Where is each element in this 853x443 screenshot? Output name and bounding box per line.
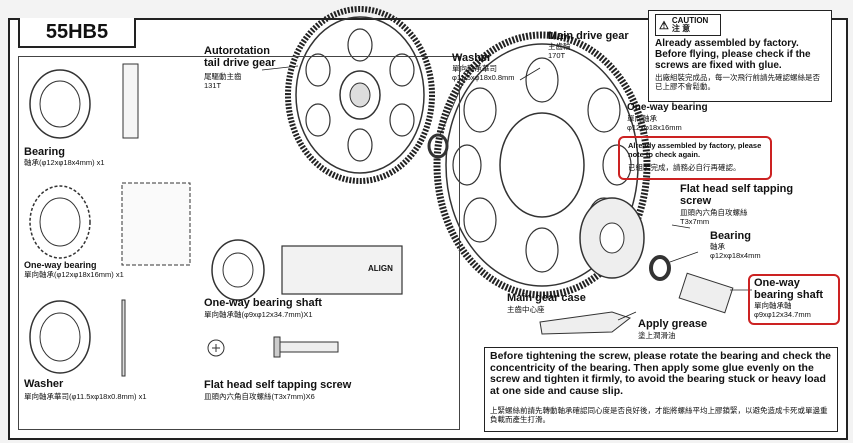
- autorotation-gear-title: Autorotation tail drive gear: [204, 45, 276, 69]
- main-gear-case-cn: 主齒中心座: [507, 305, 545, 314]
- flat-head-top-spec: T3x7mm: [680, 217, 710, 226]
- shaft-highlight: One-way bearing shaft 單向軸承軸 φ9xφ12x34.7m…: [748, 274, 840, 325]
- instruction-text-cn: 上緊螺絲前請先轉動軸承確認同心度是否良好後，才能將螺絲平均上膠鎖緊，以避免造成卡…: [490, 406, 828, 424]
- oneway-bearing-top-cn: 單向軸承: [627, 114, 657, 123]
- main-gear-case-title: Main gear case: [507, 292, 586, 304]
- autorotation-gear-cn: 尾驅動主齒: [204, 72, 242, 81]
- instruction-text: Before tightening the screw, please rota…: [490, 350, 831, 397]
- part-shaft-desc: 單向軸承軸(φ9xφ12x34.7mm)X1: [204, 310, 313, 319]
- oneway-shaft-top-title: One-way bearing shaft: [754, 277, 824, 301]
- flat-head-top-cn: 皿頭內六角自攻螺絲: [680, 208, 748, 217]
- oneway-shaft-top-cn: 單向軸承軸: [754, 301, 792, 310]
- autorotation-gear-drawing: [285, 6, 435, 184]
- oneway-bearing-top-spec: φ12xφ18x16mm: [627, 123, 682, 132]
- apply-grease-title: Apply grease: [638, 318, 708, 330]
- main-drive-gear-spec: 170T: [548, 51, 566, 60]
- caution-badge-text: CAUTION: [671, 16, 709, 25]
- part-washer-desc: 單向軸承華司(φ11.5xφ18x0.8mm) x1: [24, 392, 147, 401]
- parts-list-box: [18, 56, 460, 430]
- caution-text-cn: 出廠組裝完成品，每一次飛行前請先確認螺絲是否已上膠不會鬆動。: [655, 73, 820, 91]
- part-bearing-desc: 軸承(φ12xφ18x4mm) x1: [24, 158, 105, 167]
- autorotation-gear-spec: 131T: [204, 81, 222, 90]
- shaft-right-drawing: [678, 272, 734, 314]
- bearing-top-title: Bearing: [710, 230, 751, 242]
- bearing-top-spec: φ12xφ18x4mm: [710, 251, 761, 260]
- caution-text: Already assembled by factory. Before fly…: [655, 38, 811, 71]
- caution-badge-cn: 注 意: [671, 24, 691, 33]
- parts-drawings: [29, 63, 403, 377]
- washer-top-cn: 單向軸承華司: [452, 64, 497, 73]
- part-oneway-title: One-way bearing: [24, 260, 97, 270]
- part-screw-desc: 皿頭內六角自攻螺絲(T3x7mm)X6: [204, 392, 315, 401]
- washer-top-spec: φ11.5xφ18x0.8mm: [452, 73, 515, 82]
- factory-note-text: Already assembled by factory, please not…: [628, 141, 762, 159]
- part-oneway-desc: 單向軸承(φ12xφ18x16mm) x1: [24, 270, 124, 279]
- main-drive-gear-drawing: [433, 31, 651, 299]
- align-logo: ALIGN: [368, 264, 393, 273]
- bearing-top-cn: 軸承: [710, 242, 725, 251]
- part-bearing-title: Bearing: [24, 146, 65, 158]
- part-screw-title: Flat head self tapping screw: [204, 379, 352, 391]
- washer-top-drawing: [427, 133, 449, 159]
- main-drive-gear-title: Main drive gear: [548, 30, 629, 42]
- model-tab: 55HB5: [18, 18, 136, 48]
- oneway-shaft-top-spec: φ9xφ12x34.7mm: [754, 310, 811, 319]
- apply-grease-cn: 塗上潤滑油: [638, 331, 676, 340]
- grease-tube-drawing: [539, 311, 632, 335]
- instruction-box: Before tightening the screw, please rota…: [484, 347, 838, 432]
- part-washer-title: Washer: [24, 378, 64, 390]
- warning-icon: ⚠: [659, 19, 669, 32]
- main-drive-gear-cn: 主齒輪: [548, 42, 571, 51]
- part-shaft-title: One-way bearing shaft: [204, 297, 322, 309]
- washer-top-title: Washer: [452, 52, 492, 64]
- oneway-bearing-top-title: One-way bearing: [627, 102, 708, 113]
- factory-note-cn: 已組裝完成，請務必自行再確認。: [628, 163, 741, 172]
- factory-note-highlight: Already assembled by factory, please not…: [618, 136, 772, 180]
- gear-case-drawing: [579, 197, 645, 279]
- bearing-right-drawing: [649, 255, 671, 281]
- flat-head-top-title: Flat head self tapping screw: [680, 183, 794, 207]
